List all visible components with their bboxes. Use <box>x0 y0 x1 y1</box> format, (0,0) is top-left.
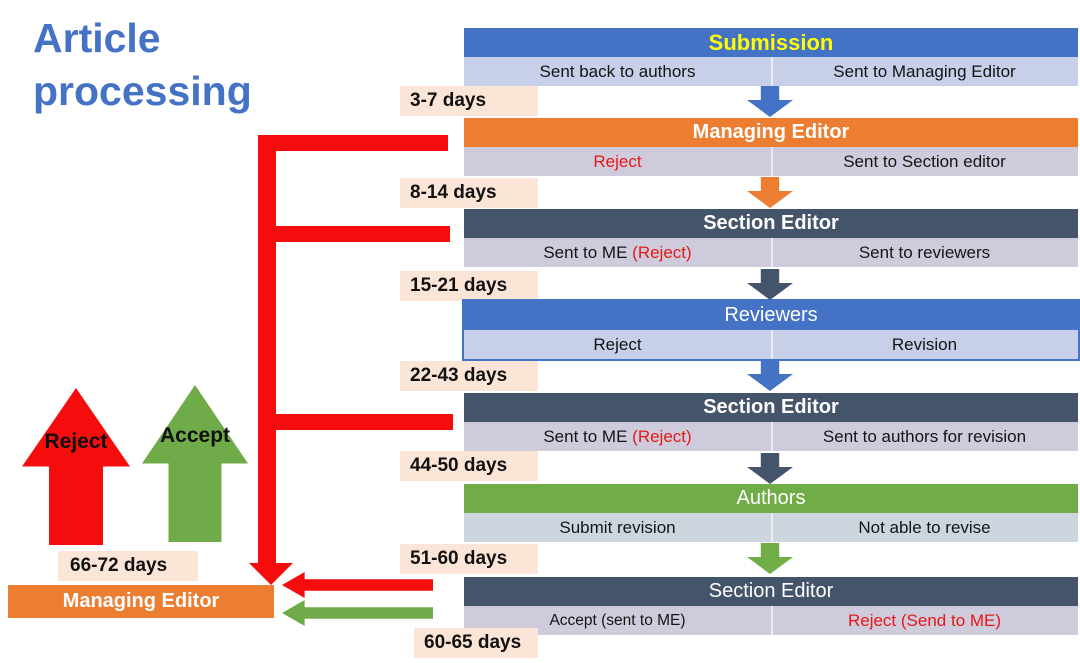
outcome-right: Reject (Send to ME) <box>847 611 1002 630</box>
stage-authors: Authors Submit revision Not able to revi… <box>464 484 1078 542</box>
outcome-right: Sent to reviewers <box>858 243 991 262</box>
stage-submission: Submission Sent back to authors Sent to … <box>464 28 1078 86</box>
stage-outcomes-row: Reject Sent to Section editor <box>464 147 1078 176</box>
stage-header: Section Editor <box>464 577 1078 606</box>
reject-line-vertical <box>258 135 276 565</box>
outcome-left: Reject <box>593 152 642 171</box>
reject-line-branch-3 <box>258 414 453 430</box>
outcome-right: Sent to Section editor <box>843 152 1006 171</box>
reject-arrow-label: Reject <box>44 430 108 453</box>
stage-section-editor-1: Section Editor Sent to ME (Reject) Sent … <box>464 209 1078 267</box>
stage-section-editor-3: Section Editor Accept (sent to ME) Rejec… <box>464 577 1078 635</box>
stage-header: Section Editor <box>464 393 1078 422</box>
outcome-left: Reject <box>593 335 642 354</box>
cell-divider <box>771 606 773 635</box>
reject-line-branch-1 <box>258 135 448 151</box>
reject-line-arrowhead-icon <box>249 563 293 585</box>
stage-reviewers: Reviewers Reject Revision <box>462 299 1080 361</box>
stage-header: Submission <box>464 28 1078 57</box>
accept-arrow-label: Accept <box>159 424 231 447</box>
cell-divider <box>771 330 773 359</box>
duration-label-final: 66-72 days <box>58 551 198 581</box>
managing-editor-final-bar: Managing Editor <box>8 585 274 618</box>
stage-outcomes-row: Sent to ME (Reject) Sent to authors for … <box>464 422 1078 451</box>
outcome-left: Sent to ME (Reject) <box>543 427 692 446</box>
reject-return-arrow-icon <box>282 572 433 598</box>
outcome-right: Revision <box>891 335 958 354</box>
flow-arrow-down-6 <box>747 543 793 574</box>
stage-section-editor-2: Section Editor Sent to ME (Reject) Sent … <box>464 393 1078 451</box>
outcome-right: Sent to authors for revision <box>822 427 1027 446</box>
cell-divider <box>771 238 773 267</box>
outcome-right: Not able to revise <box>858 518 991 537</box>
cell-divider <box>771 147 773 176</box>
stage-outcomes-row: Sent back to authors Sent to Managing Ed… <box>464 57 1078 86</box>
cell-divider <box>771 57 773 86</box>
duration-label-4: 22-43 days <box>400 361 538 391</box>
flow-arrow-down-1 <box>747 86 793 117</box>
stage-managing-editor: Managing Editor Reject Sent to Section e… <box>464 118 1078 176</box>
stage-header: Managing Editor <box>464 118 1078 147</box>
page-title: Article processing <box>33 15 252 115</box>
stage-outcomes-row: Sent to ME (Reject) Sent to reviewers <box>464 238 1078 267</box>
duration-label-3: 15-21 days <box>400 271 538 301</box>
outcome-right: Sent to Managing Editor <box>833 62 1016 81</box>
flow-arrow-down-3 <box>747 269 793 300</box>
outcome-left: Submit revision <box>559 518 676 537</box>
flow-arrow-down-4 <box>747 360 793 391</box>
reject-up-arrow-icon <box>22 388 130 545</box>
stage-header: Authors <box>464 484 1078 513</box>
duration-label-5: 44-50 days <box>400 451 538 481</box>
flow-arrow-down-2 <box>747 177 793 208</box>
stage-header: Reviewers <box>464 301 1078 330</box>
outcome-left: Sent to ME (Reject) <box>543 243 692 262</box>
accept-up-arrow-icon <box>142 385 248 542</box>
outcome-left: Accept (sent to ME) <box>549 612 686 629</box>
outcome-left: Sent back to authors <box>539 62 696 81</box>
duration-label-6: 51-60 days <box>400 544 538 574</box>
duration-label-7: 60-65 days <box>414 628 538 658</box>
stage-header: Section Editor <box>464 209 1078 238</box>
stage-outcomes-row: Reject Revision <box>464 330 1078 359</box>
reject-line-branch-2 <box>258 226 450 242</box>
cell-divider <box>771 422 773 451</box>
stage-outcomes-row: Submit revision Not able to revise <box>464 513 1078 542</box>
duration-label-2: 8-14 days <box>400 178 538 208</box>
cell-divider <box>771 513 773 542</box>
accept-return-arrow-icon <box>282 600 433 626</box>
duration-label-1: 3-7 days <box>400 86 538 116</box>
flow-arrow-down-5 <box>747 453 793 484</box>
stage-outcomes-row: Accept (sent to ME) Reject (Send to ME) <box>464 606 1078 635</box>
